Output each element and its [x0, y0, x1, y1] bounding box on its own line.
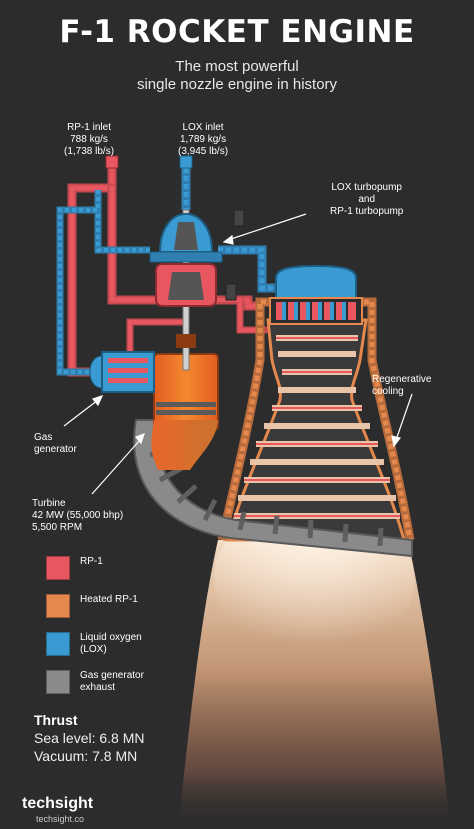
turbine-label: Turbine 42 MW (55,000 bhp) 5,500 RPM — [32, 498, 123, 534]
rp1-inlet-rate-imp: (1,738 lb/s) — [64, 146, 115, 157]
lox-inlet-rate-imp: (3,945 lb/s) — [178, 146, 229, 157]
legend-label: Heated RP-1 — [80, 594, 138, 606]
thrust-block: Thrust Sea level: 6.8 MN Vacuum: 7.8 MN — [34, 712, 145, 765]
turbine-title: Turbine — [32, 498, 66, 509]
exhaust-duct — [133, 419, 413, 558]
page-title: F-1 ROCKET ENGINE — [59, 14, 415, 50]
shaft-coupling — [176, 334, 196, 348]
thrust-vacuum: Vacuum: 7.8 MN — [34, 748, 138, 764]
turbine-rpm: 5,500 RPM — [32, 522, 83, 533]
lox-inlet-rate-si: 1,789 kg/s — [179, 134, 227, 145]
gas-gen-line: generator — [34, 444, 77, 455]
turbopump-line: and — [358, 194, 376, 205]
turbopump-line: LOX turbopump — [331, 182, 402, 193]
legend-label-line: Heated RP-1 — [80, 594, 138, 605]
brand-url: techsight.co — [36, 814, 85, 824]
legend-swatch — [46, 670, 70, 694]
rp1-inlet-title: RP-1 inlet — [67, 122, 111, 133]
page-subtitle: The most powerful single nozzle engine i… — [0, 58, 474, 94]
turbine-outlet — [151, 420, 218, 470]
legend-label-line: RP-1 — [80, 556, 103, 567]
turbine-blades — [156, 402, 216, 415]
thrust-sea-level: Sea level: 6.8 MN — [34, 730, 145, 746]
legend-label: Liquid oxygen (LOX) — [80, 632, 142, 656]
lox-inlet-label: LOX inlet 1,789 kg/s (3,945 lb/s) — [178, 122, 228, 158]
turbopump-line: RP-1 turbopump — [330, 206, 404, 217]
subtitle-line: single nozzle engine in history — [136, 76, 338, 93]
rp1-inlet-label: RP-1 inlet 788 kg/s (1,738 lb/s) — [64, 122, 114, 158]
rp1-inlet-rate-si: 788 kg/s — [70, 134, 108, 145]
turbine-power: 42 MW (55,000 bhp) — [32, 510, 124, 521]
turbopump-label: LOX turbopump and RP-1 turbopump — [330, 182, 403, 218]
lox-pump — [149, 212, 223, 263]
regen-cooling-label: Regenerative cooling — [372, 374, 431, 398]
inlets — [105, 155, 193, 169]
legend-swatch — [46, 556, 70, 580]
subtitle-line: The most powerful — [175, 58, 299, 75]
leader-lines — [63, 213, 413, 495]
legend-swatch — [46, 594, 70, 618]
legend-label-line: Gas generator — [80, 670, 144, 681]
regen-line: cooling — [372, 386, 404, 397]
legend-label: RP-1 — [80, 556, 103, 568]
thrust-heading: Thrust — [34, 712, 78, 728]
gas-generator — [89, 351, 155, 393]
valves — [225, 209, 245, 301]
regen-cooling-tubes — [217, 297, 415, 542]
legend-label-line: Liquid oxygen — [80, 632, 142, 643]
legend-label: Gas generator exhaust — [80, 670, 144, 694]
gas-generator-label: Gas generator — [34, 432, 77, 456]
lox-inlet-title: LOX inlet — [182, 122, 224, 133]
legend-label-line: exhaust — [80, 682, 116, 693]
brand-logo: techsight — [22, 795, 94, 812]
nozzle-rib-stripes — [234, 337, 400, 517]
legend-swatch — [46, 632, 70, 656]
injector-dome — [269, 264, 363, 325]
rp1-pump — [155, 263, 217, 307]
gas-gen-line: Gas — [34, 432, 53, 443]
legend-label-line: (LOX) — [80, 644, 107, 655]
regen-line: Regenerative — [372, 374, 432, 385]
